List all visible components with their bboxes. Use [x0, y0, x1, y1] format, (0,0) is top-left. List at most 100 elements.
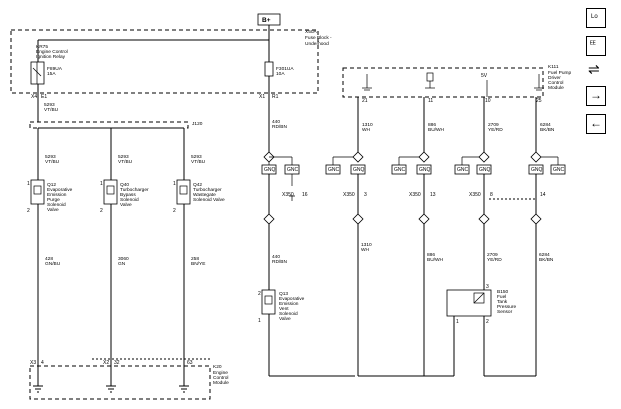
- svg-text:RD/BN: RD/BN: [272, 259, 287, 265]
- channel-6284: 6284 BK/BN GNQ GNC 14 6284 BK/BN: [528, 97, 566, 376]
- svg-text:258: 258: [191, 256, 199, 262]
- svg-text:1: 1: [456, 319, 459, 325]
- ground-icon: [362, 74, 372, 91]
- relay-name-1: Engine Control: [36, 49, 68, 55]
- k20-pin-63: 63: [187, 360, 193, 366]
- svg-text:Pressure: Pressure: [497, 304, 517, 310]
- k20-code: K20: [213, 364, 222, 370]
- svg-text:Q13: Q13: [279, 291, 288, 297]
- locator-icon[interactable]: Lo: [586, 8, 606, 28]
- sensor-b150: B150 Fuel Tank Pressure Sensor 3 1 2: [446, 284, 517, 376]
- svg-text:Q40: Q40: [120, 182, 129, 188]
- k20-pin-4: 4: [41, 360, 44, 366]
- svg-text:GNQ: GNQ: [419, 167, 431, 173]
- transistor-icon: [425, 72, 435, 89]
- svg-text:X350: X350: [409, 192, 421, 198]
- svg-text:886: 886: [427, 252, 435, 258]
- svg-text:X350: X350: [282, 192, 294, 198]
- ground-icon: [534, 74, 544, 91]
- svg-text:GNC: GNC: [394, 167, 406, 173]
- svg-text:X350: X350: [343, 192, 355, 198]
- svg-text:GNC: GNC: [287, 167, 299, 173]
- svg-text:2709: 2709: [487, 252, 498, 258]
- splice-code: J120: [192, 121, 203, 127]
- valve-q12: 1 2 5293 VT/BU Q12 Evaporative Emission …: [27, 128, 73, 372]
- relay-body: [30, 61, 45, 85]
- fuse-f301-pin: R1: [272, 94, 279, 100]
- svg-text:GN: GN: [118, 261, 126, 267]
- ground-icon: [179, 372, 189, 393]
- fuse-block-name-1: Fuse Block -: [305, 35, 332, 41]
- k111-pin-11: 11: [428, 98, 433, 104]
- k111-name-4: Module: [548, 85, 564, 91]
- svg-text:Solenoid: Solenoid: [279, 311, 298, 317]
- svg-text:Emission: Emission: [279, 301, 299, 307]
- fuse-block-name-2: Underhood: [305, 41, 329, 47]
- svg-text:GNQ: GNQ: [479, 167, 491, 173]
- svg-text:1: 1: [173, 181, 176, 187]
- k111-5v: 5V: [481, 73, 488, 79]
- k20-name-2: Control: [213, 375, 228, 381]
- svg-text:Evaporative: Evaporative: [47, 187, 73, 193]
- svg-text:RD/BN: RD/BN: [272, 124, 287, 130]
- svg-text:Q12: Q12: [47, 182, 56, 188]
- splice-wire: 5293: [44, 102, 55, 108]
- svg-text:5293: 5293: [118, 154, 129, 160]
- k111-name-3: Control: [548, 80, 563, 86]
- battery-label: B+: [262, 17, 271, 24]
- relay-conn-pin: E1: [41, 94, 47, 100]
- svg-text:X350: X350: [469, 192, 481, 198]
- svg-text:VT/BU: VT/BU: [45, 159, 60, 165]
- fuse-f301-conn: X1: [259, 94, 265, 100]
- svg-text:6284: 6284: [540, 122, 551, 128]
- svg-text:13: 13: [430, 192, 436, 198]
- relay-conn: X4: [31, 94, 37, 100]
- k20-name-3: Module: [213, 380, 229, 386]
- relay-code: KR75: [36, 44, 48, 50]
- wire-route-icon[interactable]: ⇌: [588, 61, 600, 77]
- k111-code: K111: [548, 64, 559, 70]
- svg-text:886: 886: [428, 122, 436, 128]
- k111-pin-10: 10: [485, 98, 491, 104]
- svg-text:2: 2: [100, 208, 103, 214]
- svg-text:BN/YE: BN/YE: [191, 261, 205, 267]
- svg-text:2: 2: [486, 319, 489, 325]
- svg-text:1310: 1310: [361, 242, 372, 248]
- k20-pin-32: 32: [114, 360, 120, 366]
- fuse-f301-rating: 10A: [276, 71, 285, 77]
- prev-arrow-icon[interactable]: ←: [586, 114, 606, 134]
- svg-text:WH: WH: [362, 127, 371, 133]
- channel-1310: 1310 WH GNC GNQ X350 3 1310 WH: [325, 97, 373, 376]
- channel-2709: 2709 YE/RD GNC GNQ X350 8 2709 YE/RD: [454, 97, 503, 290]
- svg-text:Emission: Emission: [47, 192, 67, 198]
- svg-text:GNQ: GNQ: [264, 167, 276, 173]
- fuse-f301-code: F301UA: [276, 66, 294, 72]
- relay-fuse: F89UA: [47, 66, 63, 72]
- valve-q40: 1 2 5293 VT/BU Q40 Turbocharger Bypass S…: [100, 128, 149, 372]
- q13-circuit: 440 RD/BN GNQ GNC X350 16 440 RD/BN 2 1 …: [258, 93, 355, 377]
- svg-text:1: 1: [100, 181, 103, 187]
- relay-name-2: Ignition Relay: [36, 54, 66, 60]
- svg-text:WH: WH: [361, 247, 370, 253]
- next-arrow-icon[interactable]: →: [586, 86, 606, 106]
- schematic-legend-icon[interactable]: ᴱᴱ: [586, 36, 606, 56]
- k20-conn-x3: X3: [30, 360, 36, 366]
- svg-text:Bypass: Bypass: [120, 192, 136, 198]
- svg-text:Purge: Purge: [47, 197, 60, 203]
- svg-text:Turbocharger: Turbocharger: [120, 187, 149, 193]
- svg-text:GN/BU: GN/BU: [45, 261, 61, 267]
- svg-text:GNC: GNC: [457, 167, 469, 173]
- svg-text:VT/BU: VT/BU: [118, 159, 133, 165]
- side-toolbar: Lo ᴱᴱ ⇌ → ←: [586, 8, 608, 134]
- svg-text:Sensor: Sensor: [497, 309, 513, 315]
- svg-text:Wastegate: Wastegate: [193, 192, 216, 198]
- ground-icon: [33, 372, 43, 393]
- k111-pin-25: 25: [536, 98, 542, 104]
- svg-text:B150: B150: [497, 289, 509, 295]
- svg-text:14: 14: [540, 192, 546, 198]
- k20-boundary: [29, 365, 211, 400]
- svg-text:Solenoid Valve: Solenoid Valve: [193, 197, 225, 203]
- svg-text:2709: 2709: [488, 122, 499, 128]
- svg-text:Valve: Valve: [120, 202, 132, 208]
